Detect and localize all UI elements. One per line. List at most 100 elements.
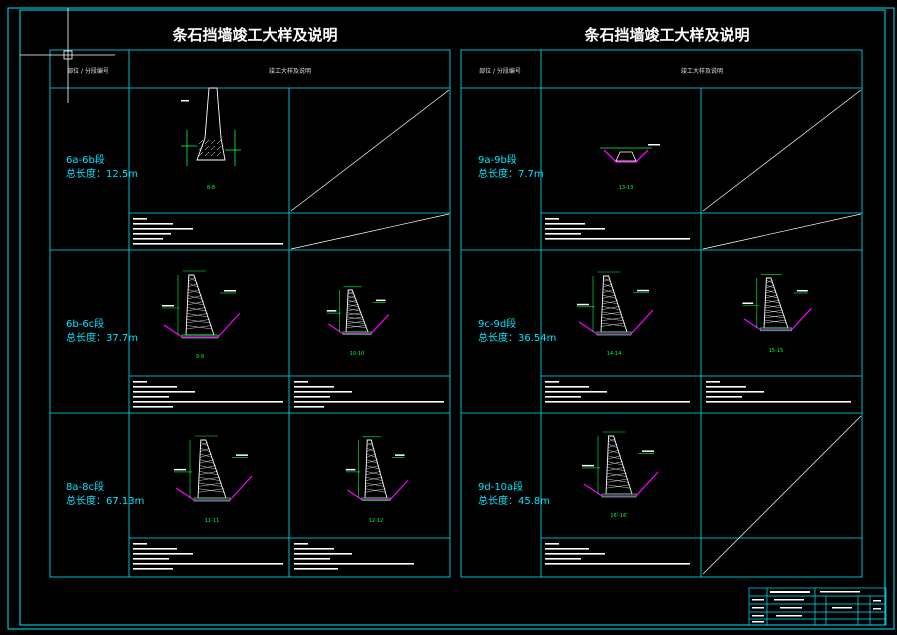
note-block	[706, 381, 851, 403]
note-line	[294, 553, 352, 555]
left-section-9-9: 9-9	[196, 354, 204, 360]
wall-hatch	[204, 139, 210, 145]
note-line	[294, 381, 308, 383]
note-line	[545, 391, 607, 393]
title-block	[748, 587, 887, 626]
note-line	[545, 543, 559, 545]
title-block-fill	[752, 591, 881, 623]
note-line	[545, 223, 585, 225]
wall-section-11-11	[174, 435, 253, 502]
label-block	[582, 464, 594, 467]
wall-hatch	[204, 145, 210, 151]
left-row2-code: 6b-6c段	[66, 317, 104, 330]
wall-hatch	[366, 453, 377, 458]
note-line	[133, 396, 169, 398]
crosshair-cursor-icon[interactable]	[20, 8, 115, 103]
wall-hatch	[210, 145, 216, 151]
wall-hatch	[606, 472, 627, 477]
wall-hatch	[200, 447, 210, 452]
wall-hatch	[198, 476, 220, 481]
left-header-col2: 竣工大样及说明	[269, 67, 311, 75]
wall-hatch	[198, 151, 204, 157]
wall-sections-layer	[162, 87, 812, 502]
wall-hatch	[602, 300, 618, 305]
wall-body	[615, 151, 637, 162]
note-line	[545, 563, 690, 565]
note-block	[545, 381, 690, 403]
note-line	[133, 238, 163, 240]
wall-hatch	[200, 442, 208, 446]
label-block	[637, 289, 649, 292]
note-line	[133, 218, 147, 220]
label-block	[326, 310, 337, 312]
wall-hatch	[603, 278, 611, 282]
wall-hatch	[347, 295, 356, 299]
wall-hatch	[187, 289, 200, 294]
note-line	[133, 233, 171, 235]
right-header-col2: 竣工大样及说明	[681, 67, 723, 75]
wall-section-15-15	[742, 274, 812, 332]
note-block	[545, 218, 690, 240]
wall-hatch	[606, 478, 629, 483]
wall-hatch	[764, 314, 785, 319]
wall-hatch	[366, 459, 378, 464]
wall-hatch	[606, 484, 631, 489]
wall-hatch	[347, 304, 359, 307]
note-line	[294, 396, 330, 398]
wall-hatch	[204, 151, 210, 157]
wall-hatch	[366, 447, 375, 452]
wall-hatch	[365, 471, 381, 475]
wall-hatch	[216, 139, 222, 145]
note-line	[294, 386, 334, 388]
wall-hatch	[601, 322, 626, 327]
note-line	[133, 548, 177, 550]
note-line	[545, 386, 589, 388]
left-section-12-12: 12-12	[369, 518, 384, 524]
wall-hatch	[199, 459, 214, 464]
wall-hatch	[347, 299, 357, 303]
right-row1-code: 9a-9b段	[478, 153, 517, 166]
note-block	[133, 543, 283, 570]
wall-hatch	[198, 139, 204, 145]
note-line	[294, 543, 308, 545]
note-line	[545, 218, 559, 220]
wall-hatch	[187, 301, 204, 306]
wall-section-13-13	[600, 144, 660, 163]
label-block	[345, 468, 356, 471]
note-line	[545, 238, 690, 240]
wall-hatch	[764, 304, 782, 309]
note-line	[545, 381, 559, 383]
left-row1-length: 总长度：12.5m	[66, 167, 138, 180]
note-line	[133, 401, 283, 403]
note-line	[133, 243, 283, 245]
wall-hatch	[765, 284, 775, 289]
wall-hatch	[765, 289, 777, 294]
note-block	[133, 381, 283, 408]
left-row1-code: 6a-6b段	[66, 153, 105, 166]
wall-hatch	[607, 467, 625, 471]
left-sheet-title: 条石挡墙竣工大样及说明	[171, 26, 337, 44]
right-section-16-16: 16'-16'	[610, 513, 627, 519]
wall-hatch	[199, 465, 216, 470]
right-row1-length: 总长度：7.7m	[478, 167, 544, 180]
right-row2-length: 总长度：36.54m	[478, 331, 556, 344]
wall-hatch	[602, 306, 620, 310]
notes-layer	[133, 218, 851, 570]
right-header-col1: 部位 / 分段编号	[479, 67, 521, 75]
right-empty-diagonal-3	[702, 415, 862, 575]
right-section-14-14: 14-14	[607, 351, 622, 357]
outer-frame	[7, 7, 895, 630]
wall-hatch	[365, 488, 386, 493]
note-line	[545, 558, 581, 560]
wall-hatch	[346, 312, 362, 316]
note-line	[133, 223, 173, 225]
left-table	[49, 49, 451, 578]
note-line	[294, 391, 352, 393]
wall-hatch	[347, 291, 354, 295]
wall-hatch	[347, 308, 361, 312]
wall-hatch	[608, 443, 618, 448]
wall-hatch	[199, 471, 218, 475]
note-line	[706, 381, 720, 383]
wall-hatch	[199, 453, 212, 458]
